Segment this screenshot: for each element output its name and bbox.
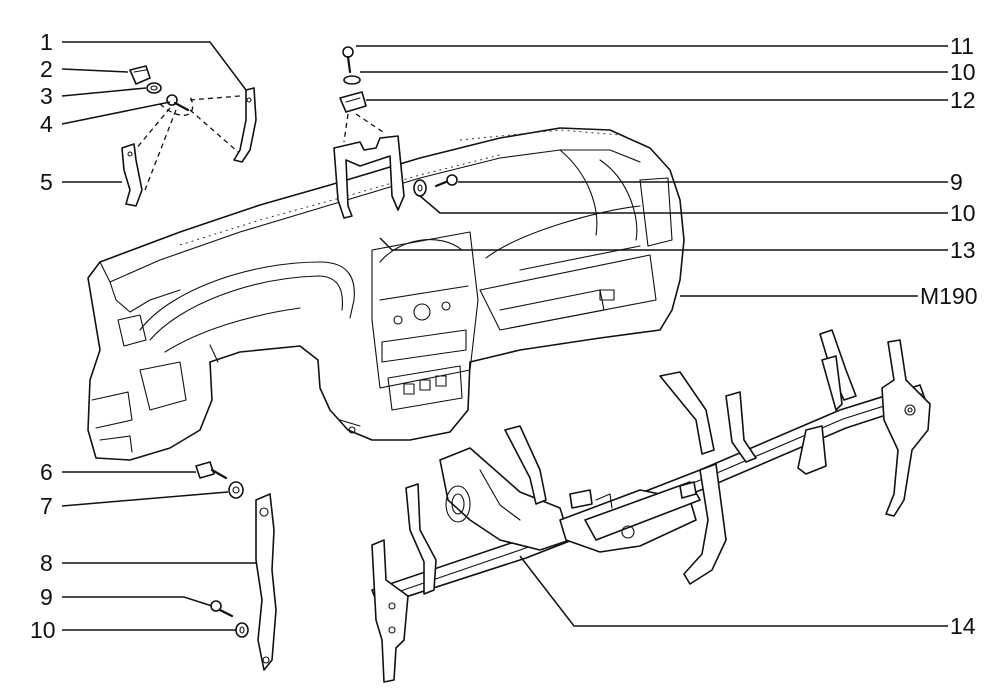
part-clip-12 <box>339 91 367 113</box>
callout-10-right-mid: 10 <box>950 200 976 226</box>
callout-2: 2 <box>40 56 53 82</box>
assembly-arrow <box>134 107 171 151</box>
part-washer-10-mid <box>413 179 427 197</box>
callout-7: 7 <box>40 493 53 519</box>
part-nut-3 <box>146 82 162 94</box>
part-bracket-5 <box>121 143 143 207</box>
callout-8: 8 <box>40 550 53 576</box>
part-screw-4 <box>166 94 190 112</box>
callout-1: 1 <box>40 29 53 55</box>
part-clip-2 <box>129 65 151 85</box>
part-washer-10-top <box>343 75 361 85</box>
part-screw-11 <box>342 46 354 74</box>
part-screw-9-top <box>434 174 458 188</box>
assembly-arrow <box>144 109 177 191</box>
part-bracket-13 <box>333 135 405 219</box>
callout-12: 12 <box>950 87 976 113</box>
assembly-arrow <box>355 113 387 135</box>
part-screw-9-bottom <box>210 600 234 618</box>
part-washer-7 <box>228 481 244 499</box>
callout-13: 13 <box>950 237 976 263</box>
callout-4: 4 <box>40 111 53 137</box>
assembly-arrow <box>189 109 239 153</box>
dashboard-panel <box>87 127 685 461</box>
cross-member-frame <box>371 329 931 683</box>
assembly-arrow <box>159 95 194 116</box>
callout-3: 3 <box>40 83 53 109</box>
part-washer-10-bottom <box>235 622 249 638</box>
part-bracket-1 <box>233 87 257 163</box>
callout-m190: M190 <box>920 283 978 309</box>
assembly-arrow <box>343 113 349 143</box>
callout-6: 6 <box>40 459 53 485</box>
leader-lines <box>61 41 948 631</box>
callout-14: 14 <box>950 613 976 639</box>
callout-11: 11 <box>950 33 974 59</box>
callout-9-right: 9 <box>950 169 963 195</box>
callout-5: 5 <box>40 169 53 195</box>
part-strut-8 <box>255 493 277 671</box>
callout-10-left: 10 <box>30 617 56 643</box>
part-bolt-6 <box>195 461 228 480</box>
assembly-arrow <box>189 95 241 101</box>
callout-10-right-top: 10 <box>950 59 976 85</box>
callout-9-left: 9 <box>40 584 53 610</box>
